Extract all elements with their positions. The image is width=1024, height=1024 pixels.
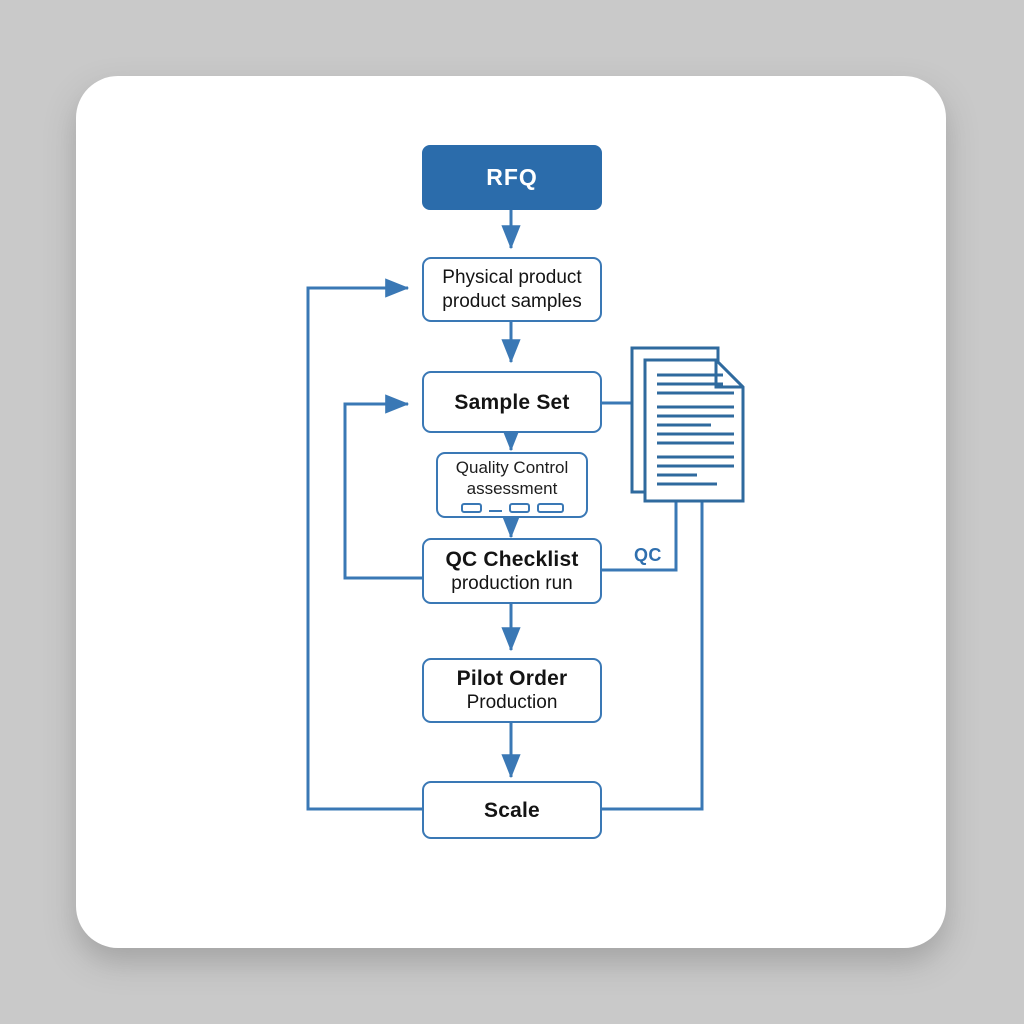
node-sample-set[interactable]: Sample Set xyxy=(422,371,602,433)
chip-item-2 xyxy=(488,504,502,512)
node-sample-set-title: Sample Set xyxy=(454,390,570,414)
chip-item-4 xyxy=(536,503,564,513)
edge-qc-checklist-to-document xyxy=(601,500,678,572)
edge-scale-to-document xyxy=(601,500,704,811)
node-scale[interactable]: Scale xyxy=(422,781,602,839)
node-pilot-order-title: Pilot Order xyxy=(456,667,568,690)
node-rfq-title: RFQ xyxy=(486,164,538,190)
node-physical-product-subtitle: product samples xyxy=(442,290,582,312)
node-qc-checklist-title: QC Checklist xyxy=(445,547,579,571)
edge-qc-checklist-to-sample-set-loop xyxy=(343,394,422,580)
node-qc-checklist-subtitle: production run xyxy=(451,572,573,594)
document-pages-icon xyxy=(630,346,745,503)
connector-group xyxy=(306,210,704,811)
edge-scale-to-physical-loop xyxy=(306,278,422,811)
node-quality-control-title: Quality Control xyxy=(455,458,569,477)
node-quality-control-subtitle: assessment xyxy=(466,479,558,498)
node-qc-checklist[interactable]: QC Checklist production run xyxy=(422,538,602,604)
node-pilot-order-subtitle: Production xyxy=(466,692,558,713)
document-text-lines xyxy=(657,373,734,486)
node-quality-control[interactable]: Quality Control assessment xyxy=(436,452,588,518)
node-pilot-order[interactable]: Pilot Order Production xyxy=(422,658,602,723)
node-physical-product-title: Physical product xyxy=(442,266,582,288)
checklist-chips xyxy=(460,503,564,513)
chip-item-3 xyxy=(508,503,530,513)
node-scale-title: Scale xyxy=(484,798,540,822)
edge-label-qc: QC xyxy=(634,545,662,565)
node-physical-product[interactable]: Physical product product samples xyxy=(422,257,602,322)
node-rfq[interactable]: RFQ xyxy=(422,145,602,210)
chip-item-1 xyxy=(460,503,482,513)
